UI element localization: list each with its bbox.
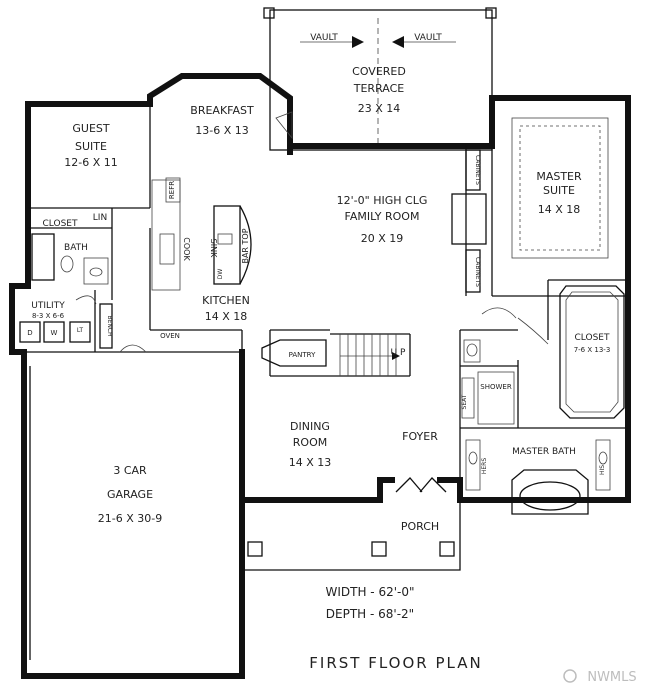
covered-terrace-structure	[263, 7, 497, 151]
label-sink: SINK	[209, 239, 218, 258]
svg-text:SUITE: SUITE	[75, 140, 107, 153]
tray-ceiling	[511, 117, 609, 259]
svg-text:14 X 18: 14 X 18	[205, 310, 248, 323]
pantry-outline	[261, 339, 327, 367]
label-bar-top: BAR TOP	[241, 228, 250, 263]
svg-text:12'-0" HIGH CLG: 12'-0" HIGH CLG	[337, 194, 428, 207]
width-dimension: WIDTH - 62'-0"	[325, 585, 414, 599]
label-cabinets-top: CABINETS	[474, 155, 481, 185]
label-pantry: PANTRY	[289, 351, 316, 359]
svg-text:KITCHEN: KITCHEN	[202, 294, 250, 307]
label-master-bath: MASTER BATH	[512, 447, 576, 457]
svg-text:SUITE: SUITE	[543, 184, 575, 197]
garage-doors	[29, 344, 236, 677]
svg-text:FAMILY ROOM: FAMILY ROOM	[345, 210, 420, 223]
svg-text:BREAKFAST: BREAKFAST	[190, 104, 254, 117]
nwmls-watermark: NWMLS	[563, 669, 637, 685]
svg-text:NWMLS: NWMLS	[587, 670, 636, 685]
svg-text:14 X 13: 14 X 13	[289, 456, 332, 469]
label-w: W	[51, 329, 58, 337]
svg-text:ROOM: ROOM	[293, 436, 327, 449]
label-foyer: FOYER	[402, 430, 438, 443]
kitchen-island	[213, 205, 252, 285]
svg-text:CLOSET: CLOSET	[575, 333, 610, 343]
label-porch: PORCH	[401, 520, 439, 533]
svg-text:DINING: DINING	[290, 420, 330, 433]
label-up: U P	[391, 348, 406, 358]
svg-text:8-3 X 6-6: 8-3 X 6-6	[32, 312, 65, 320]
porch-structure	[242, 477, 461, 571]
svg-text:7-6 X 13-3: 7-6 X 13-3	[574, 346, 611, 354]
svg-text:COVERED: COVERED	[352, 65, 406, 78]
svg-text:12-6 X 11: 12-6 X 11	[64, 156, 118, 169]
svg-text:MASTER: MASTER	[536, 170, 582, 183]
staircase	[339, 334, 400, 376]
kitchen-counters	[151, 177, 181, 291]
label-kitchen: KITCHEN 14 X 18	[202, 294, 250, 323]
svg-text:GUEST: GUEST	[72, 122, 110, 135]
label-master-closet: CLOSET 7-6 X 13-3	[574, 333, 611, 354]
label-family-room: 12'-0" HIGH CLG FAMILY ROOM 20 X 19	[337, 194, 428, 245]
label-garage: 3 CAR GARAGE 21-6 X 30-9	[98, 464, 162, 525]
svg-text:GARAGE: GARAGE	[107, 488, 153, 501]
svg-text:14 X 18: 14 X 18	[538, 203, 581, 216]
label-cabinets-bottom: CABINETS	[474, 257, 481, 287]
utility-fixtures	[19, 303, 113, 349]
svg-text:23 X 14: 23 X 14	[358, 102, 401, 115]
guest-bath-fixtures	[31, 233, 109, 285]
label-dining-room: DINING ROOM 14 X 13	[289, 420, 332, 469]
label-vault-right: VAULT	[414, 33, 442, 43]
label-shower: SHOWER	[480, 383, 512, 391]
label-dw: DW	[217, 269, 224, 280]
svg-text:3 CAR: 3 CAR	[113, 464, 147, 477]
label-cook: COOK	[182, 237, 191, 261]
door-swings	[75, 111, 549, 345]
label-refr: REFR	[168, 181, 176, 199]
label-seat: SEAT	[461, 394, 468, 409]
label-covered-terrace: COVERED TERRACE 23 X 14	[352, 65, 406, 115]
svg-text:21-6 X 30-9: 21-6 X 30-9	[98, 512, 162, 525]
label-d: D	[27, 329, 32, 337]
label-bench: BENCH	[106, 315, 113, 336]
label-vault-left: VAULT	[310, 33, 338, 43]
label-lin: LIN	[93, 213, 107, 223]
master-closet-outline	[559, 285, 625, 419]
label-his: HIS	[599, 465, 606, 475]
svg-text:20 X 19: 20 X 19	[361, 232, 404, 245]
label-master-suite: MASTER SUITE 14 X 18	[536, 170, 582, 216]
svg-text:UTILITY: UTILITY	[31, 301, 65, 311]
label-breakfast: BREAKFAST 13-6 X 13	[190, 104, 254, 137]
label-closet-guest: CLOSET	[43, 219, 78, 229]
master-tub	[461, 339, 611, 515]
label-guest-suite: GUEST SUITE 12-6 X 11	[64, 122, 118, 169]
depth-dimension: DEPTH - 68'-2"	[326, 607, 414, 621]
interior-walls	[24, 100, 628, 500]
label-hers: HERS	[481, 458, 488, 474]
svg-text:TERRACE: TERRACE	[353, 82, 405, 95]
label-lt: LT	[77, 327, 84, 334]
label-utility: UTILITY 8-3 X 6-6	[31, 301, 65, 320]
label-bath: BATH	[64, 243, 88, 253]
svg-text:13-6 X 13: 13-6 X 13	[195, 124, 249, 137]
plan-title: FIRST FLOOR PLAN	[309, 654, 482, 672]
label-oven: OVEN	[160, 332, 180, 340]
